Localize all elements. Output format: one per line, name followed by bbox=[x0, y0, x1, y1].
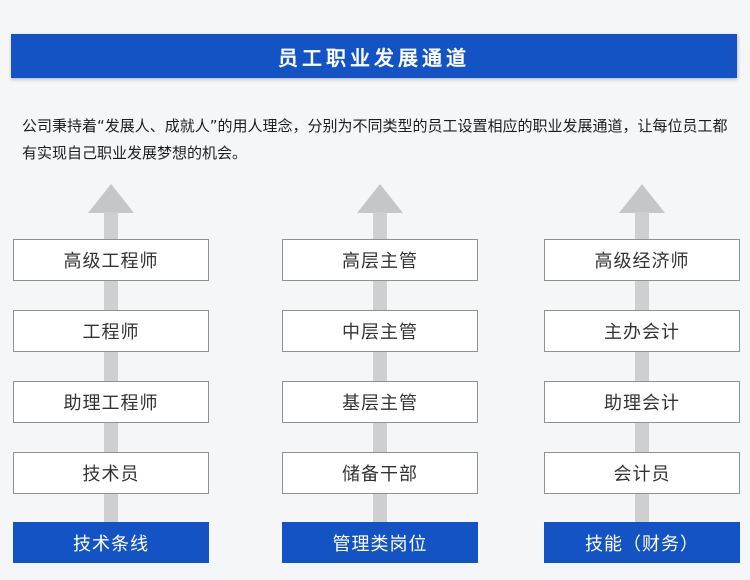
level-label: 助理工程师 bbox=[63, 393, 159, 414]
up-arrow-shaft bbox=[635, 212, 649, 523]
page-title: 员工职业发展通道 bbox=[278, 45, 470, 70]
up-arrow-icon bbox=[357, 184, 403, 213]
level-box: 储备干部 bbox=[282, 452, 478, 494]
level-box: 高级经济师 bbox=[544, 239, 740, 281]
level-label: 基层主管 bbox=[342, 393, 418, 414]
level-box: 中层主管 bbox=[282, 310, 478, 352]
track-base-box: 技能（财务） bbox=[544, 522, 740, 563]
level-label: 主办会计 bbox=[604, 322, 680, 343]
level-label: 技术员 bbox=[82, 464, 140, 485]
career-column-management: 高层主管 中层主管 基层主管 储备干部 管理类岗位 bbox=[282, 184, 478, 564]
level-box: 助理工程师 bbox=[13, 381, 209, 423]
career-column-finance: 高级经济师 主办会计 助理会计 会计员 技能（财务） bbox=[544, 184, 740, 564]
level-box: 主办会计 bbox=[544, 310, 740, 352]
level-box: 助理会计 bbox=[544, 381, 740, 423]
level-box: 高级工程师 bbox=[13, 239, 209, 281]
level-box: 基层主管 bbox=[282, 381, 478, 423]
intro-paragraph: 公司秉持着“发展人、成就人”的用人理念，分别为不同类型的员工设置相应的职业发展通… bbox=[22, 117, 728, 162]
up-arrow-shaft bbox=[373, 212, 387, 523]
level-label: 工程师 bbox=[82, 322, 140, 343]
level-label: 储备干部 bbox=[342, 464, 418, 485]
track-base-label: 技术条线 bbox=[73, 533, 149, 555]
track-base-box: 管理类岗位 bbox=[282, 522, 478, 563]
up-arrow-icon bbox=[619, 184, 665, 213]
level-label: 中层主管 bbox=[342, 322, 418, 343]
track-base-label: 技能（财务） bbox=[585, 533, 699, 555]
title-banner: 员工职业发展通道 bbox=[11, 34, 737, 78]
up-arrow-icon bbox=[88, 184, 134, 213]
track-base-box: 技术条线 bbox=[13, 522, 209, 563]
level-label: 会计员 bbox=[613, 464, 671, 485]
level-box: 会计员 bbox=[544, 452, 740, 494]
level-box: 工程师 bbox=[13, 310, 209, 352]
level-label: 高层主管 bbox=[342, 251, 418, 272]
track-base-label: 管理类岗位 bbox=[332, 533, 428, 555]
level-box: 技术员 bbox=[13, 452, 209, 494]
up-arrow-shaft bbox=[104, 212, 118, 523]
level-box: 高层主管 bbox=[282, 239, 478, 281]
level-label: 高级经济师 bbox=[594, 251, 690, 272]
level-label: 高级工程师 bbox=[63, 251, 159, 272]
level-label: 助理会计 bbox=[604, 393, 680, 414]
career-column-technical: 高级工程师 工程师 助理工程师 技术员 技术条线 bbox=[13, 184, 209, 564]
